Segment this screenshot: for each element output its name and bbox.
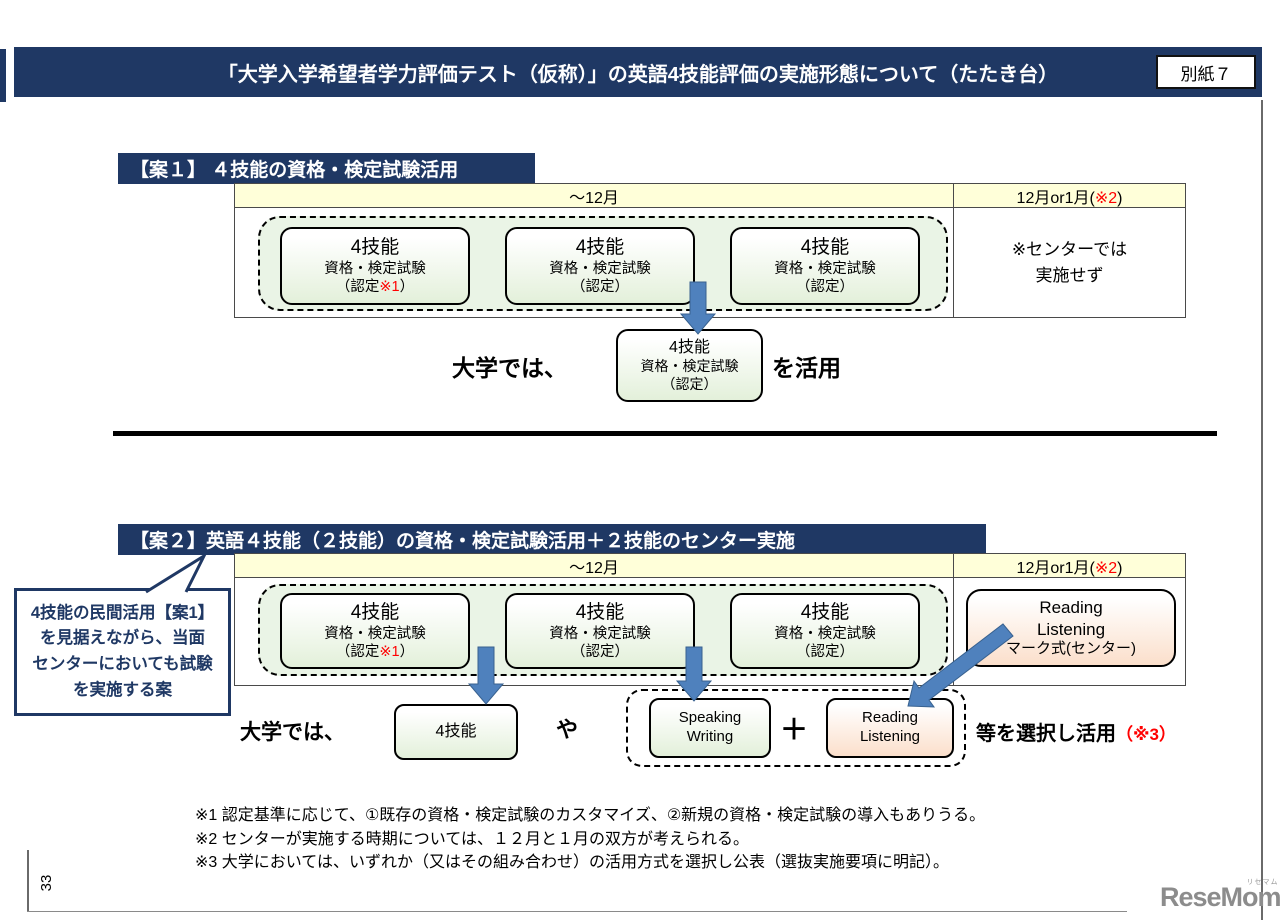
plan2-period-right-post: ) bbox=[1117, 559, 1123, 577]
plan1-no-center-line1: ※センターでは bbox=[1011, 240, 1128, 259]
plan1-exam-box-2: 4技能 資格・検定試験 （認定） bbox=[505, 227, 695, 305]
page-border-right bbox=[1261, 100, 1263, 920]
plan2-univ-suffix-main: 等を選択し活用 bbox=[976, 723, 1116, 745]
box-line: 4技能 bbox=[435, 723, 477, 740]
box-line: （認定） bbox=[796, 278, 854, 295]
box-line-pre: （認定 bbox=[335, 643, 380, 660]
plan2-callout: 4技能の民間活用【案1】 を見据えながら、当面 センターにおいても試験 を実施す… bbox=[14, 588, 231, 716]
plan2-exam-box-1: 4技能 資格・検定試験 （認定※1） bbox=[280, 593, 470, 669]
box-line: （認定） bbox=[661, 375, 718, 392]
plan1-no-center-cell: ※センターでは 実施せず bbox=[953, 207, 1186, 318]
plan2-four-skill-box: 4技能 bbox=[394, 704, 518, 760]
callout-line: を見据えながら、当面 bbox=[40, 629, 205, 648]
callout-line: 4技能の民間活用【案1】 bbox=[30, 603, 215, 622]
plan1-univ-box: 4技能 資格・検定試験 （認定） bbox=[616, 329, 763, 402]
box-line: （認定※1） bbox=[336, 643, 414, 661]
box-line: 資格・検定試験 bbox=[640, 358, 739, 374]
plan2-exam-box-3: 4技能 資格・検定試験 （認定） bbox=[730, 593, 920, 669]
box-line-post: ） bbox=[399, 643, 415, 660]
plan2-period-right-pre: 12月or1月( bbox=[1016, 559, 1095, 577]
callout-tail bbox=[145, 551, 208, 594]
box-line: 4技能 bbox=[575, 237, 625, 258]
box-line: Reading bbox=[1039, 598, 1103, 618]
footnote-1: ※1 認定基準に応じて、①既存の資格・検定試験のカスタマイズ、②新規の資格・検定… bbox=[195, 807, 986, 824]
section-divider bbox=[113, 431, 1217, 436]
box-line: （認定※1） bbox=[336, 278, 414, 296]
plan1-no-center-line2: 実施せず bbox=[1035, 265, 1104, 285]
box-line: Listening bbox=[1036, 619, 1106, 639]
plan1-header-label: 【案１】 ４技能の資格・検定試験活用 bbox=[130, 160, 459, 181]
box-line-post: ） bbox=[399, 278, 415, 295]
page-title: 「大学入学希望者学力評価テスト（仮称）」の英語4技能評価の実施形態について（たた… bbox=[217, 63, 1059, 86]
attachment-badge: 別紙７ bbox=[1156, 55, 1256, 89]
plan1-exam-box-1: 4技能 資格・検定試験 （認定※1） bbox=[280, 227, 470, 305]
plan1-header-bar: 【案１】 ４技能の資格・検定試験活用 bbox=[118, 153, 535, 184]
box-line: 4技能 bbox=[669, 339, 710, 356]
box-line: 資格・検定試験 bbox=[324, 260, 426, 277]
plan2-period-right-note: ※2 bbox=[1094, 559, 1118, 577]
callout-line: を実施する案 bbox=[73, 680, 172, 699]
scan-edge-artifact bbox=[0, 49, 6, 102]
plan1-period-right-pre: 12月or1月( bbox=[1016, 189, 1095, 207]
box-line: （認定） bbox=[571, 643, 629, 660]
plan1-period-left-cell: ～12月 bbox=[234, 183, 954, 208]
page-border-left bbox=[27, 850, 29, 912]
plan1-period-right-post: ) bbox=[1117, 189, 1123, 207]
box-line-note: ※1 bbox=[379, 643, 400, 660]
page-border-bottom bbox=[27, 911, 1127, 912]
plan2-header-bar: 【案２】英語４技能（２技能）の資格・検定試験活用＋２技能のセンター実施 bbox=[118, 524, 986, 555]
attachment-label: 別紙７ bbox=[1180, 64, 1232, 84]
box-line: （認定） bbox=[796, 643, 854, 660]
plan2-period-right-label: 12月or1月(※2) bbox=[1017, 554, 1123, 578]
resemom-logo-text: ReseMom bbox=[1160, 882, 1280, 912]
callout-line: センターにおいても試験 bbox=[32, 655, 213, 673]
resemom-logo: ReseMom リセマム bbox=[1160, 879, 1280, 913]
box-line: （認定） bbox=[571, 278, 629, 295]
plan2-univ-suffix-note: （※3） bbox=[1116, 725, 1176, 744]
plan1-exam-box-3: 4技能 資格・検定試験 （認定） bbox=[730, 227, 920, 305]
box-line: 4技能 bbox=[350, 602, 400, 623]
plan1-period-right-note: ※2 bbox=[1094, 189, 1118, 207]
box-line: 資格・検定試験 bbox=[549, 260, 651, 277]
box-line: 資格・検定試験 bbox=[774, 625, 876, 642]
plan2-univ-suffix: 等を選択し活用（※3） bbox=[976, 717, 1176, 746]
box-line: 4技能 bbox=[575, 602, 625, 623]
box-line: Speaking bbox=[678, 709, 742, 727]
plan2-center-exam-box: Reading Listening マーク式(センター) bbox=[966, 589, 1176, 667]
plan2-speaking-writing-box: Speaking Writing bbox=[649, 698, 771, 758]
plan2-or-label: や bbox=[556, 717, 579, 742]
box-line: Listening bbox=[859, 728, 921, 745]
plan1-univ-suffix: を活用 bbox=[772, 355, 841, 381]
box-line: マーク式(センター) bbox=[1006, 639, 1136, 657]
page-number: 33 bbox=[37, 874, 55, 892]
plan2-period-left-label: ～12月 bbox=[569, 559, 619, 577]
box-line: 4技能 bbox=[800, 602, 850, 623]
plan1-period-right-label: 12月or1月(※2) bbox=[1017, 184, 1123, 208]
footnotes: ※1 認定基準に応じて、①既存の資格・検定試験のカスタマイズ、②新規の資格・検定… bbox=[195, 804, 985, 875]
plan2-period-left-cell: ～12月 bbox=[234, 553, 954, 578]
plan2-period-right-cell: 12月or1月(※2) bbox=[953, 553, 1186, 578]
box-line: 4技能 bbox=[350, 237, 400, 258]
box-line-pre: （認定 bbox=[335, 278, 380, 295]
box-line: 4技能 bbox=[800, 237, 850, 258]
plan2-exam-box-2: 4技能 資格・検定試験 （認定） bbox=[505, 593, 695, 669]
plan1-univ-prefix: 大学では、 bbox=[452, 355, 567, 381]
footnote-3: ※3 大学においては、いずれか（又はその組み合わせ）の活用方式を選択し公表（選抜… bbox=[195, 854, 949, 871]
plan2-plus-label: ＋ bbox=[780, 714, 809, 745]
box-line: Writing bbox=[686, 728, 734, 745]
box-line: 資格・検定試験 bbox=[324, 625, 426, 642]
title-bar: 「大学入学希望者学力評価テスト（仮称）」の英語4技能評価の実施形態について（たた… bbox=[14, 47, 1262, 97]
box-line: Reading bbox=[862, 709, 918, 727]
box-line: 資格・検定試験 bbox=[774, 260, 876, 277]
plan2-header-label: 【案２】英語４技能（２技能）の資格・検定試験活用＋２技能のセンター実施 bbox=[130, 531, 796, 552]
plan2-reading-listening-box: Reading Listening bbox=[826, 698, 954, 758]
box-line: 資格・検定試験 bbox=[549, 625, 651, 642]
plan2-univ-prefix: 大学では、 bbox=[240, 721, 345, 744]
plan1-period-left-label: ～12月 bbox=[569, 189, 619, 207]
box-line-note: ※1 bbox=[379, 278, 400, 295]
resemom-logo-ruby: リセマム bbox=[1246, 879, 1279, 886]
footnote-2: ※2 センターが実施する時期については、１２月と１月の双方が考えられる。 bbox=[195, 830, 749, 848]
plan1-period-right-cell: 12月or1月(※2) bbox=[953, 183, 1186, 208]
